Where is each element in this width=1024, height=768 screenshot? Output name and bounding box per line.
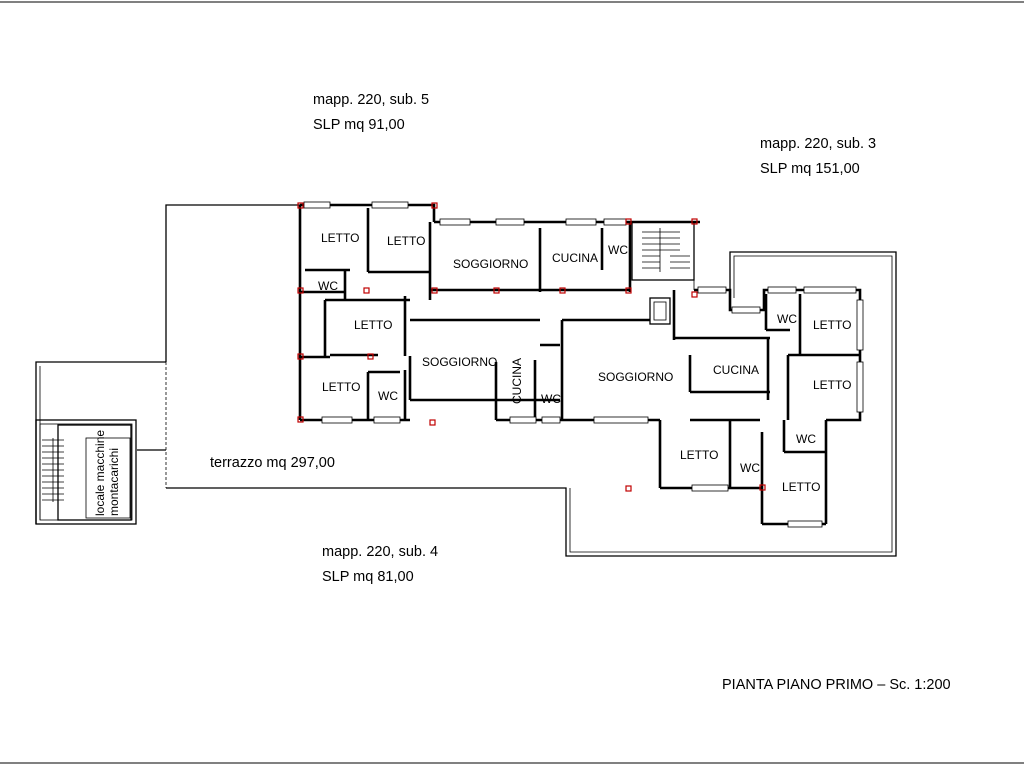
room-soggiorno-1: SOGGIORNO [453, 257, 528, 271]
stair-steps-left [42, 438, 64, 502]
terrace-area: terrazzo mq 297,00 [210, 455, 335, 471]
room-wc-1: WC [318, 279, 338, 293]
apartment-sub5-walls [298, 201, 436, 424]
room-labels: LETTO LETTO WC LETTO LETTO WC SOGGIORNO … [318, 231, 851, 494]
room-cucina-2: CUCINA [510, 358, 524, 404]
room-letto-5: LETTO [813, 318, 851, 332]
room-letto-4: LETTO [322, 380, 360, 394]
room-soggiorno-2: SOGGIORNO [422, 355, 497, 369]
lift-block: locale macchine montacarichi [35, 419, 137, 525]
structural-pillars [297, 202, 766, 492]
sub3-area: SLP mq 151,00 [760, 161, 860, 177]
sub5-reference: mapp. 220, sub. 5 [313, 92, 429, 108]
sub3-reference: mapp. 220, sub. 3 [760, 136, 876, 152]
montacarichi-label: montacarichi [107, 448, 121, 516]
room-cucina-1: CUCINA [552, 251, 598, 265]
room-soggiorno-3: SOGGIORNO [598, 370, 673, 384]
room-letto-2: LETTO [387, 234, 425, 248]
room-letto-7: LETTO [680, 448, 718, 462]
room-wc-5: WC [777, 312, 797, 326]
drawing-title: PIANTA PIANO PRIMO – Sc. 1:200 [722, 677, 951, 693]
annotations: mapp. 220, sub. 5 SLP mq 91,00 mapp. 220… [210, 92, 951, 693]
apartment-sub3-walls [658, 286, 864, 528]
room-wc-2: WC [378, 389, 398, 403]
room-letto-6: LETTO [813, 378, 851, 392]
sub4-area: SLP mq 81,00 [322, 569, 414, 585]
room-letto-3: LETTO [354, 318, 392, 332]
sub4-reference: mapp. 220, sub. 4 [322, 544, 438, 560]
sub5-area: SLP mq 91,00 [313, 117, 405, 133]
locale-macchine-label: locale macchine [93, 430, 107, 516]
room-wc-6: WC [796, 432, 816, 446]
room-wc-7: WC [740, 461, 760, 475]
room-cucina-3: CUCINA [713, 363, 759, 377]
room-letto-8: LETTO [782, 480, 820, 494]
room-letto-1: LETTO [321, 231, 359, 245]
central-stair [631, 221, 695, 325]
central-block-walls [408, 218, 700, 424]
room-wc-4: WC [541, 392, 561, 406]
room-wc-3: WC [608, 243, 628, 257]
